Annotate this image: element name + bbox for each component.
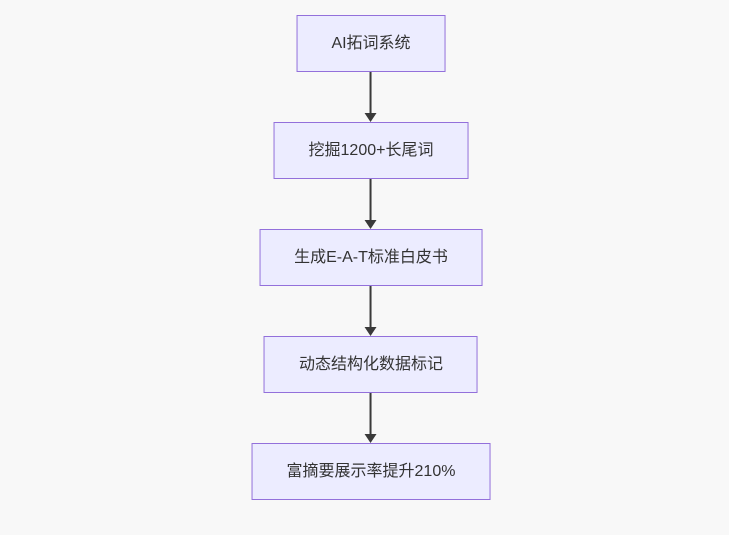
node-label: AI拓词系统 bbox=[331, 34, 411, 52]
arrow-down-icon bbox=[365, 434, 377, 443]
flow-arrow-2 bbox=[365, 179, 377, 229]
node-label: 富摘要展示率提升210% bbox=[286, 462, 456, 480]
arrow-down-icon bbox=[365, 327, 377, 336]
node-label: 生成E-A-T标准白皮书 bbox=[294, 248, 448, 266]
node-rich-snippet-uplift: 富摘要展示率提升210% bbox=[251, 443, 491, 500]
arrow-down-icon bbox=[365, 220, 377, 229]
node-ai-keyword-expansion: AI拓词系统 bbox=[296, 15, 446, 72]
arrow-line bbox=[370, 72, 372, 114]
node-structured-data-markup: 动态结构化数据标记 bbox=[263, 336, 478, 393]
node-label: 挖掘1200+长尾词 bbox=[308, 141, 434, 159]
flow-arrow-4 bbox=[365, 393, 377, 443]
arrow-line bbox=[370, 179, 372, 221]
node-label: 动态结构化数据标记 bbox=[298, 355, 443, 373]
flow-arrow-3 bbox=[365, 286, 377, 336]
arrow-line bbox=[370, 286, 372, 328]
flow-arrow-1 bbox=[365, 72, 377, 122]
node-eat-whitepaper: 生成E-A-T标准白皮书 bbox=[259, 229, 483, 286]
arrow-line bbox=[370, 393, 372, 435]
node-longtail-mining: 挖掘1200+长尾词 bbox=[273, 122, 469, 179]
arrow-down-icon bbox=[365, 113, 377, 122]
flowchart: AI拓词系统 挖掘1200+长尾词 生成E-A-T标准白皮书 动态结构化数据标记 bbox=[251, 15, 491, 500]
